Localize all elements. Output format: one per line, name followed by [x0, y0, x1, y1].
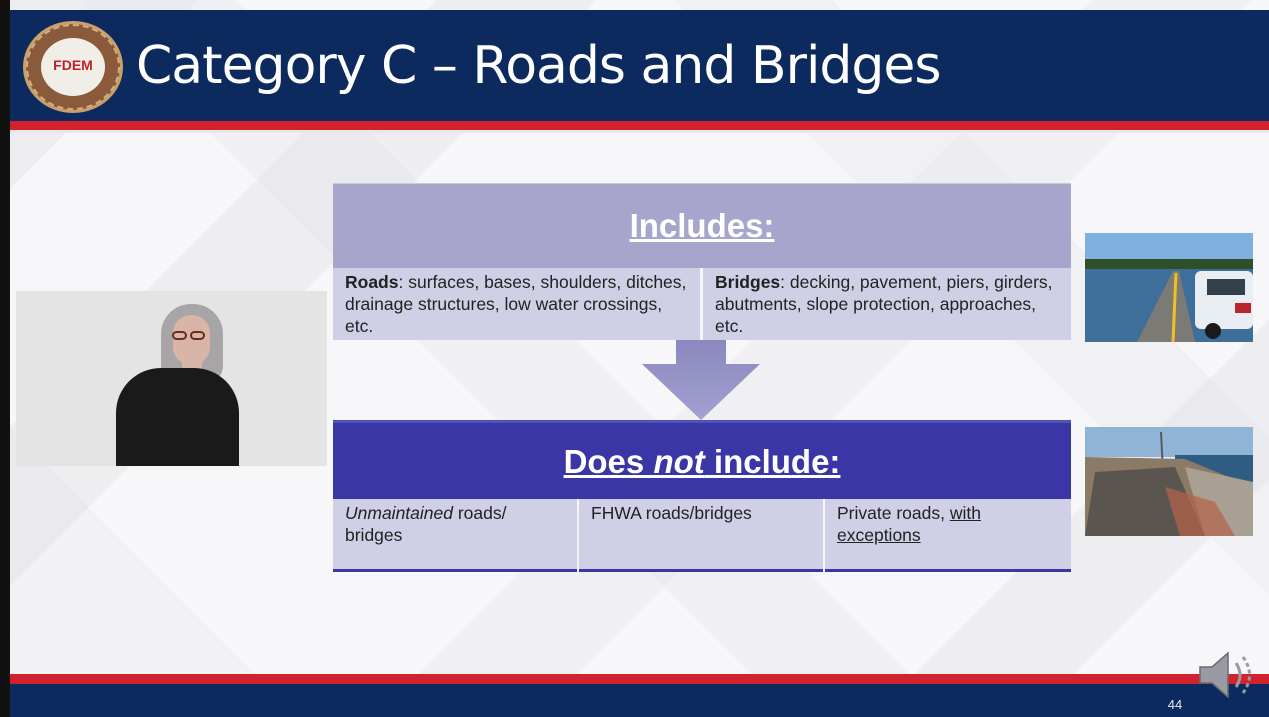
speaker-icon[interactable] [1196, 645, 1262, 705]
includes-bridges-cell: Bridges: decking, pavement, piers, girde… [703, 268, 1071, 340]
presenter-video[interactable] [16, 291, 327, 466]
down-arrow [642, 340, 760, 420]
roads-text: : surfaces, bases, shoulders, ditches, d… [345, 272, 687, 336]
window-edge [0, 0, 10, 717]
page-number: 44 [1167, 697, 1183, 712]
bridges-label: Bridges [715, 272, 781, 292]
seal-text: FDEM [53, 57, 93, 73]
roads-label: Roads [345, 272, 399, 292]
header-bar [10, 10, 1269, 121]
bridges-text: : decking, pavement, piers, girders, abu… [715, 272, 1053, 336]
fhwa-cell: FHWA roads/bridges [579, 499, 823, 572]
footer-bar [10, 684, 1269, 717]
slide-title: Category C – Roads and Bridges [136, 36, 941, 96]
damaged-coastal-road-photo [1085, 427, 1253, 536]
unmaintained-emph: Unmaintained [345, 503, 453, 523]
unmaintained-cell: Unmaintained roads/ bridges [333, 499, 577, 572]
private-roads-cell: Private roads, with exceptions [825, 499, 1071, 572]
presenter-body [116, 368, 239, 466]
seal-ring [26, 24, 120, 110]
seal-center [41, 38, 105, 96]
presenter-glasses [172, 327, 211, 340]
includes-heading: Includes: [629, 207, 775, 244]
presenter-face [173, 315, 210, 365]
with-exceptions-link[interactable]: with exceptions [837, 503, 981, 545]
includes-roads-cell: Roads: surfaces, bases, shoulders, ditch… [333, 268, 700, 340]
includes-header: Includes: [333, 183, 1071, 268]
not-include-heading: Does not include: [563, 443, 841, 480]
header-red-stripe [10, 121, 1269, 130]
header-divider [10, 130, 1269, 133]
flooded-road-photo [1085, 233, 1253, 342]
footer-red-stripe [10, 674, 1269, 684]
fdem-seal-logo: FDEM [23, 21, 123, 113]
not-include-header: Does not include: [333, 420, 1071, 499]
